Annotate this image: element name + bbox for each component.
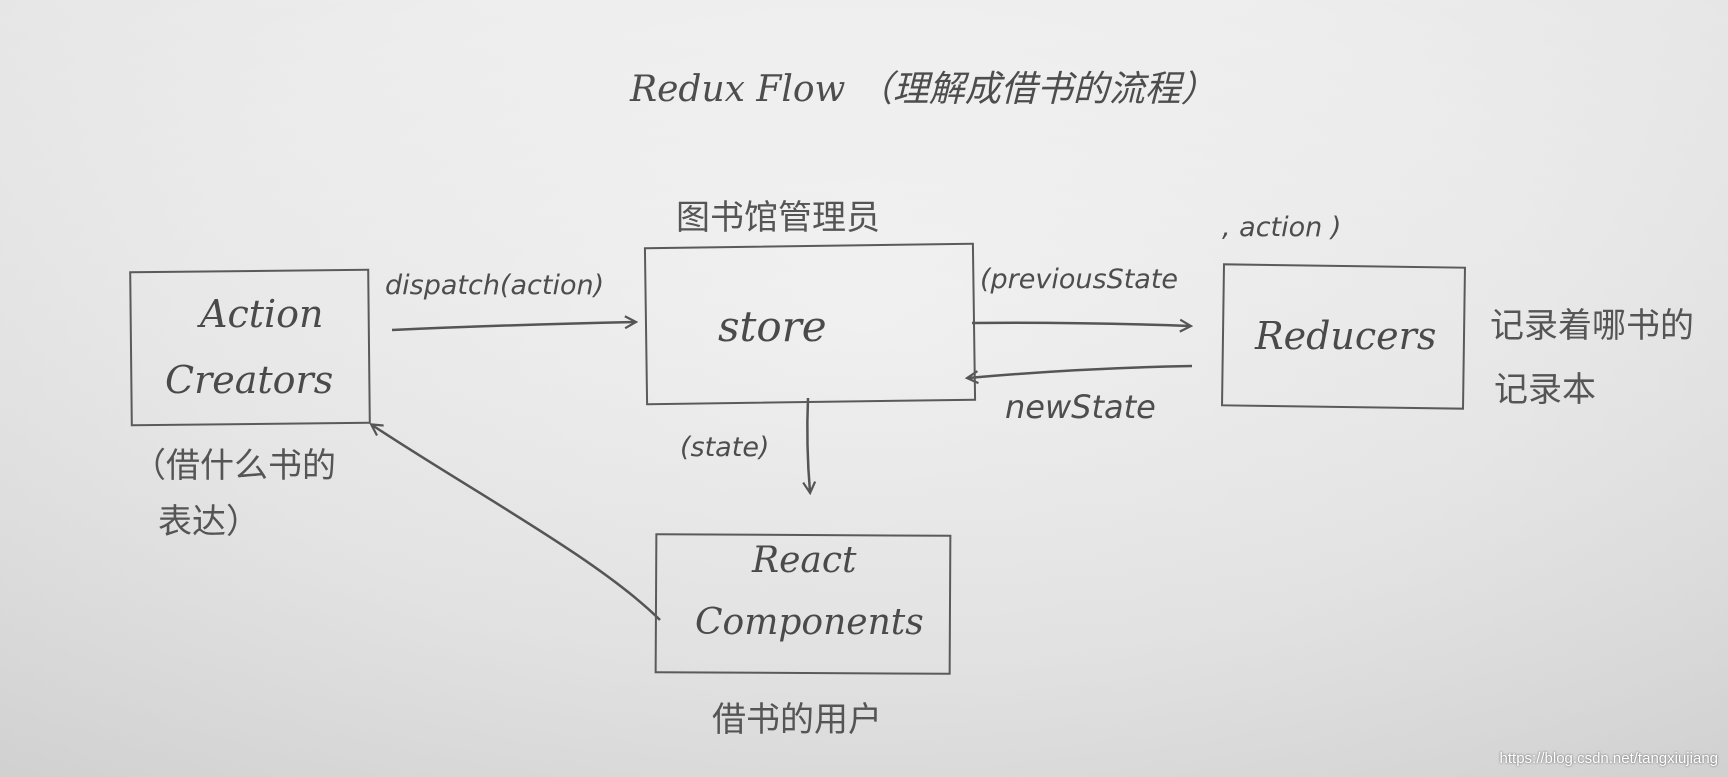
react-components-note: 借书的用户: [712, 700, 882, 740]
previous-state-label-line1: , action ): [1222, 212, 1342, 243]
react-components-label-line1: React: [752, 540, 857, 581]
action-creators-label-line1: Action: [200, 292, 324, 336]
watermark-url: https://blog.csdn.net/tangxiujiang: [1499, 750, 1718, 767]
diagram-title: Redux Flow （理解成借书的流程）: [630, 69, 1217, 110]
reducers-label: Reducers: [1255, 314, 1437, 358]
dispatch-arrow: [391, 322, 635, 332]
new-state-label: newState: [1005, 388, 1156, 426]
feedback-arrow: [372, 425, 661, 621]
reducers-note-line1: 记录着哪书的: [1490, 306, 1694, 346]
previous-state-label-line2: (previousState: [980, 264, 1179, 295]
store-note: 图书馆管理员: [676, 198, 880, 238]
action-creators-note-line2: 表达）: [158, 502, 260, 542]
previous-state-arrow: [971, 323, 1190, 326]
react-components-label-line2: Components: [695, 602, 924, 643]
state-arrow: [807, 397, 810, 492]
action-creators-label-line2: Creators: [165, 358, 334, 402]
dispatch-label: dispatch(action): [385, 270, 605, 301]
store-label: store: [718, 302, 827, 351]
state-label: (state): [680, 432, 770, 463]
new-state-arrow: [968, 364, 1193, 378]
action-creators-note-line1: （借什么书的: [132, 446, 336, 486]
reducers-note-line2: 记录本: [1494, 370, 1596, 410]
